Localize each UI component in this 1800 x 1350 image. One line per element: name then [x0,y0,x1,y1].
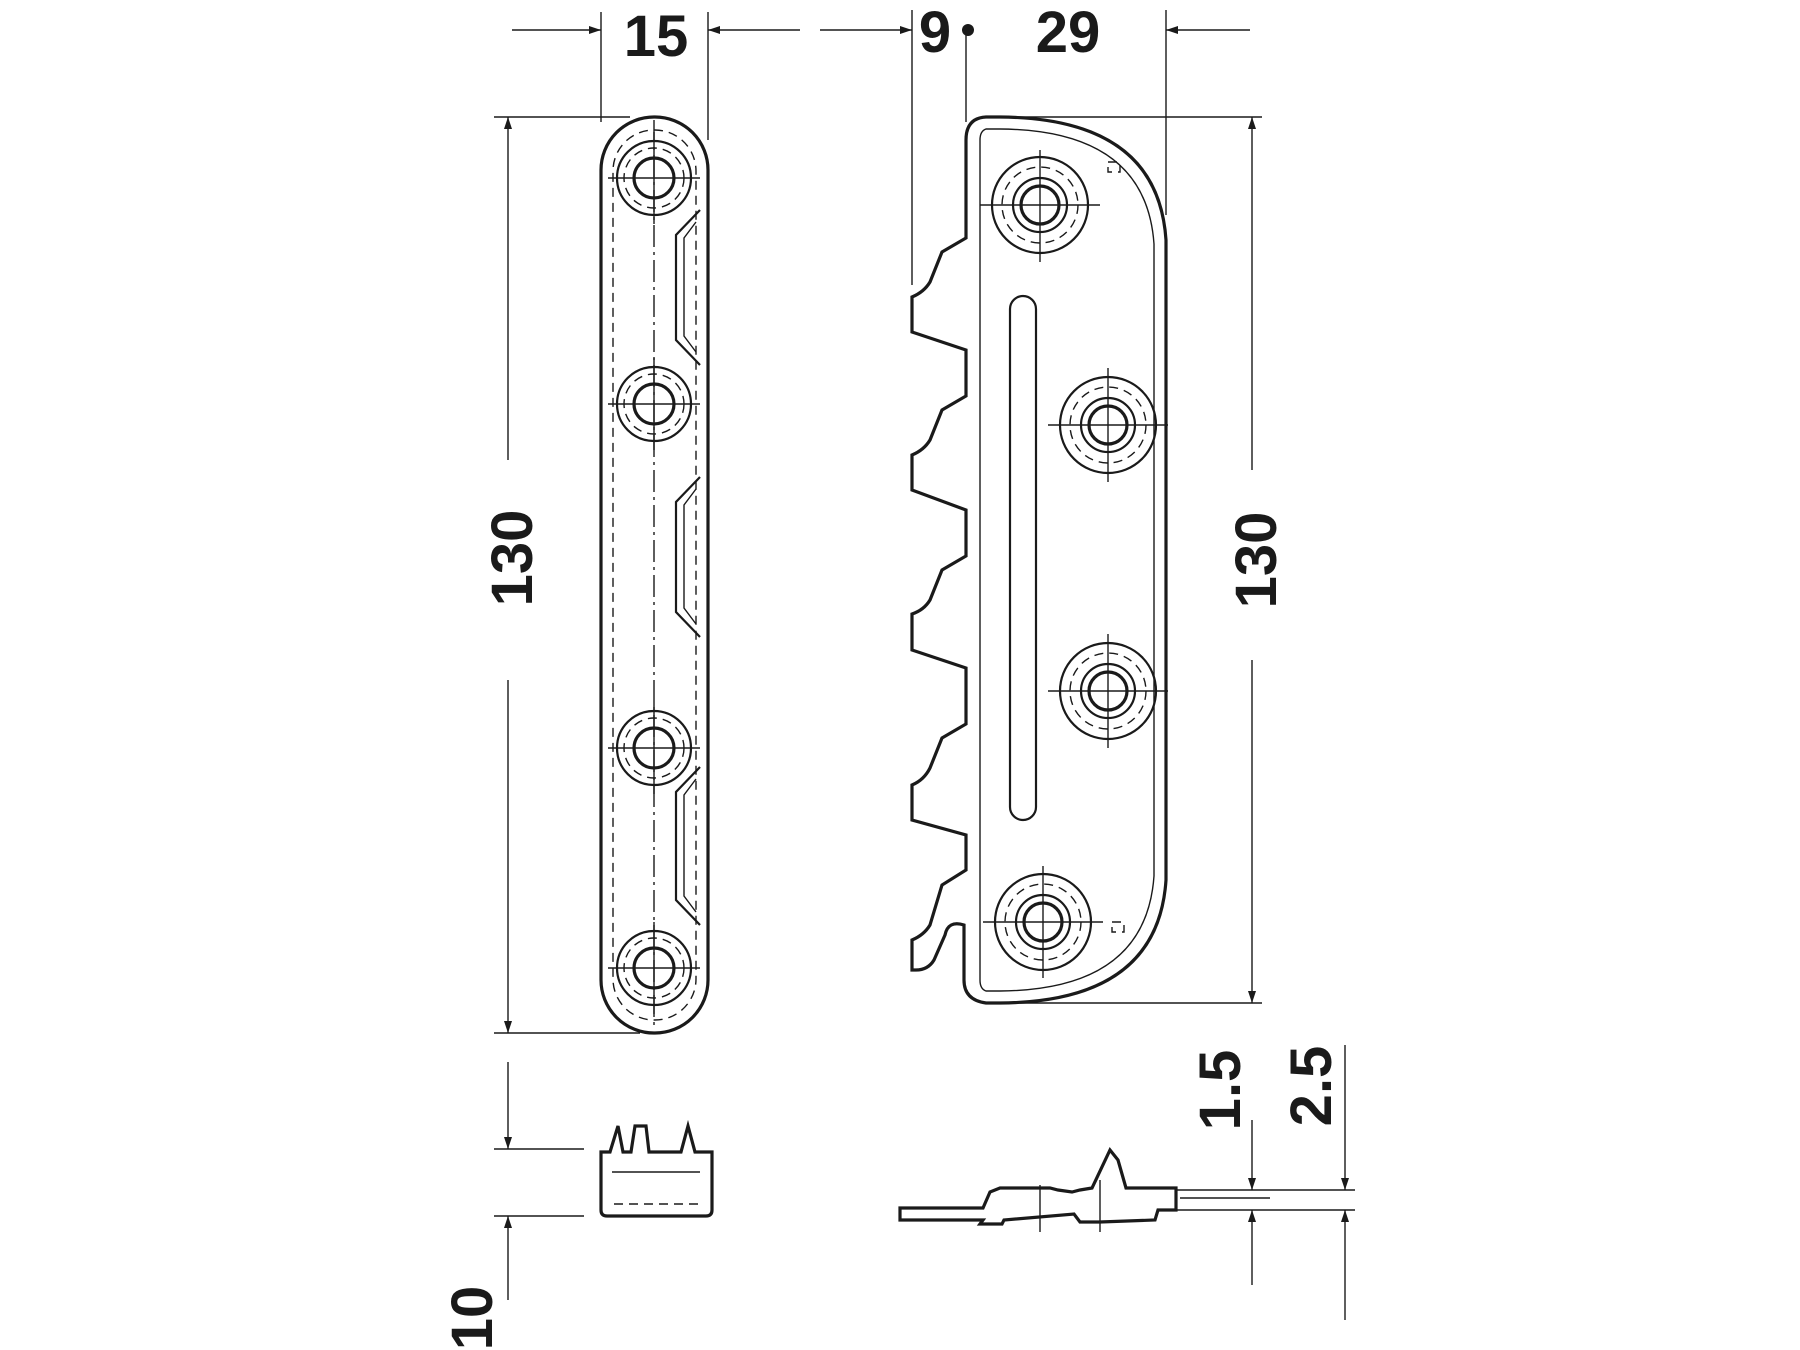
dim-plate-width-label: 15 [624,4,689,69]
dim-left-length: 130 [480,116,640,1034]
right-plate [910,115,1168,1005]
right-profile-outline [898,1147,1178,1226]
right-plate-long-slot [1008,294,1038,822]
slot-3 [674,766,701,926]
left-plate-holes [608,132,700,1014]
dim-right-length-label: 130 [1224,512,1289,609]
dim-left-length-label: 130 [480,510,545,607]
dim-profile-height-label: 10 [440,1286,505,1350]
dim-right-length: 130 [1000,116,1289,1004]
corner-marks [1107,161,1125,933]
left-plate [599,115,710,1035]
left-plate-outline [599,115,710,1035]
left-profile: 10 [440,1062,714,1350]
right-hole-2 [1048,368,1168,482]
right-plate-inner-edge [979,128,1155,992]
left-hole-2 [608,358,700,450]
right-plate-outline [910,115,1168,1005]
right-hole-3 [1048,634,1168,748]
right-hole-1 [980,150,1100,262]
right-profile [898,1147,1355,1232]
dim-thickness-b: 2.5 [1279,1045,1349,1320]
dim-plate-depth: 29 [1036,0,1250,215]
left-plate-slots [674,209,701,926]
dim-plate-depth-label: 29 [1036,0,1101,65]
right-hole-4 [983,866,1103,978]
dim-thickness-b-label: 2.5 [1279,1046,1344,1127]
right-plate-holes [980,150,1168,978]
slot-2 [674,476,701,638]
dim-thickness-a: 1.5 [1188,1050,1256,1285]
slot-1 [674,209,701,366]
dim-plate-width: 15 [512,4,800,140]
dim-hook-offset-label: 9 [919,0,951,65]
left-profile-outline [599,1119,714,1218]
left-hole-1 [608,132,700,224]
dim-thickness-a-label: 1.5 [1188,1050,1253,1131]
dim-dot [962,24,974,36]
dim-hook-offset: 9 [820,0,974,285]
left-hole-4 [608,922,700,1014]
left-hole-3 [608,702,700,794]
